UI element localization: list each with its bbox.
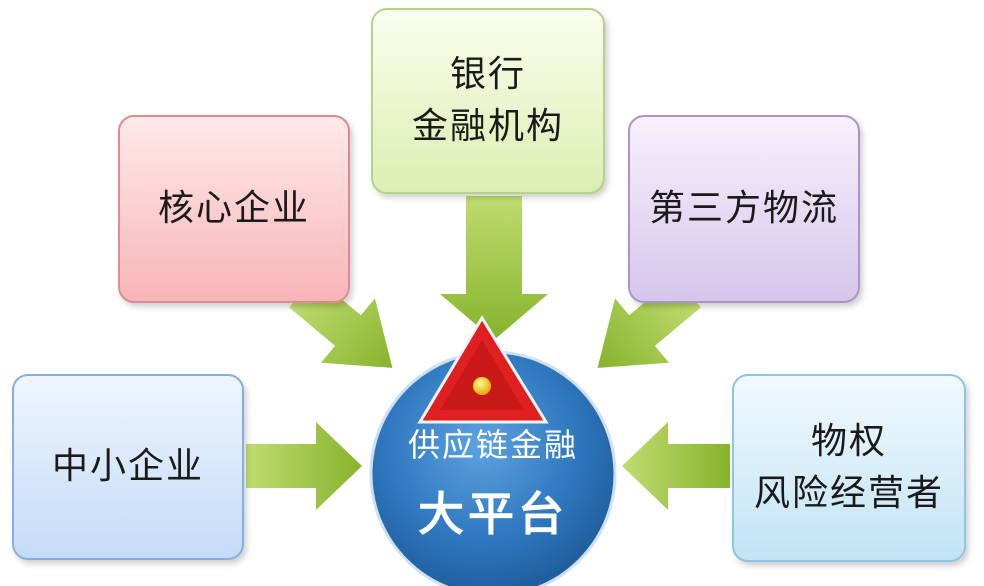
node-risk-line2: 风险经营者	[753, 473, 944, 514]
node-bank-line2: 金融机构	[411, 106, 564, 147]
emblem-dot-icon	[473, 377, 491, 395]
node-third-party-logistics: 第三方物流	[628, 115, 860, 303]
center-platform-label: 供应链金融	[407, 426, 578, 464]
center-platform-title: 大平台	[418, 487, 568, 541]
node-risk-line1: 物权	[810, 420, 887, 462]
node-sme-label: 中小企业	[51, 445, 204, 487]
node-property-risk-operator: 物权 风险经营者	[732, 374, 966, 562]
node-core-enterprise-label: 核心企业	[157, 187, 310, 229]
node-core-enterprise: 核心企业	[118, 115, 350, 303]
node-logistics-label: 第三方物流	[648, 187, 839, 229]
arrow-from-sme	[246, 422, 362, 510]
node-sme: 中小企业	[12, 374, 244, 560]
arrow-from-bank	[440, 196, 548, 340]
arrow-from-risk-operator	[622, 422, 730, 510]
node-bank-line1: 银行	[449, 53, 526, 95]
node-bank: 银行 金融机构	[371, 8, 605, 194]
